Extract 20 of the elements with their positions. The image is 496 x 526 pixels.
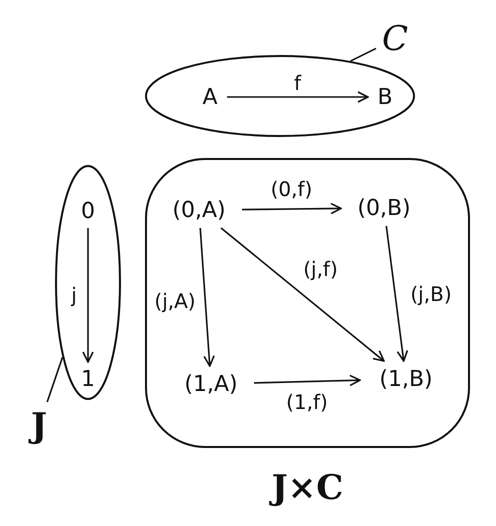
object-label: (1,B) [379,366,433,392]
object-label: 1 [81,366,95,392]
leader-line [350,48,376,62]
arrow [242,202,342,214]
object-label: A [202,84,218,110]
product-category-label: J×C [272,468,344,508]
object-label: (0,B) [357,196,411,220]
leader-line [46,356,64,402]
category-label: C [382,19,408,59]
arrow [227,91,369,103]
object-label: 0 [81,198,95,224]
arrow [199,228,215,367]
object-label: B [377,84,393,110]
arrow [220,227,385,362]
object-label: (1,A) [184,372,238,396]
arrow [82,228,94,363]
arrow [386,226,408,362]
object-label: (0,A) [172,198,226,222]
arrow [254,374,361,386]
category-label: J [30,406,48,446]
